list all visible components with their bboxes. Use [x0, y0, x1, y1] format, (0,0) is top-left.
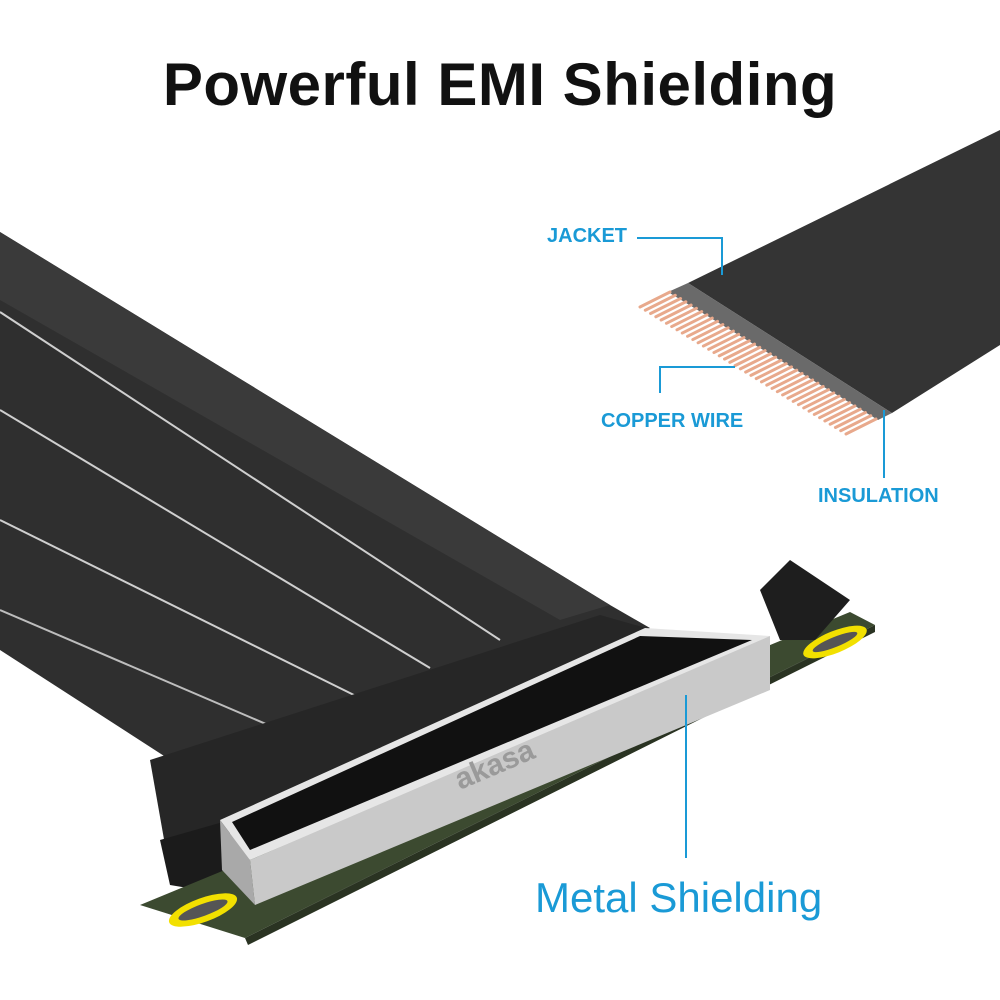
- label-copper-wire: COPPER WIRE: [601, 410, 744, 432]
- copper-wire-strand: [749, 358, 783, 377]
- copper-wire-strand: [759, 365, 793, 384]
- copper-wire-strand: [712, 336, 746, 355]
- copper-wire-strand: [691, 323, 725, 342]
- cable-cross-section: [638, 130, 1000, 436]
- copper-wire-strand: [833, 410, 867, 429]
- copper-wire-strand: [707, 332, 741, 351]
- copper-wire-strand: [744, 355, 778, 374]
- copper-wire-strand: [807, 394, 841, 413]
- copper-wire-strand: [791, 384, 825, 403]
- copper-wire-strand: [686, 319, 720, 338]
- slot-latch: [760, 560, 850, 640]
- copper-wire-strand: [717, 339, 751, 358]
- copper-wire-strand: [823, 404, 857, 423]
- copper-wire-strand: [701, 329, 735, 348]
- copper-wire-strand: [775, 375, 809, 394]
- label-metal-shielding: Metal Shielding: [535, 874, 823, 921]
- copper-wire-strand: [728, 345, 762, 364]
- copper-wire-strand: [765, 368, 799, 387]
- callout-lines: [637, 237, 885, 858]
- copper-wire-strand: [786, 381, 820, 400]
- label-insulation: INSULATION: [818, 485, 939, 507]
- copper-wire-strand: [649, 297, 683, 316]
- copper-wire-strand: [812, 397, 846, 416]
- copper-wire-strand: [643, 293, 677, 312]
- label-jacket: JACKET: [547, 225, 628, 247]
- copper-wire-strand: [675, 313, 709, 332]
- page-title: Powerful EMI Shielding: [162, 51, 838, 118]
- copper-wires: [638, 290, 878, 436]
- copper-wire-strand: [828, 407, 862, 426]
- copper-wire-strand: [664, 306, 698, 325]
- copper-wire-strand: [818, 401, 852, 420]
- copper-wire-strand: [733, 349, 767, 368]
- copper-wire-strand: [738, 352, 772, 371]
- copper-wire-strand: [659, 303, 693, 322]
- copper-wire-strand: [844, 417, 878, 436]
- copper-wire-strand: [654, 300, 688, 319]
- copper-wire-strand: [638, 290, 672, 309]
- copper-wire-strand: [696, 326, 730, 345]
- copper-wire-strand: [796, 388, 830, 407]
- riser-ribbon-cable: [0, 232, 660, 895]
- copper-wire-strand: [754, 362, 788, 381]
- copper-wire-strand: [680, 316, 714, 335]
- copper-wire-strand: [723, 342, 757, 361]
- copper-wire-strand: [802, 391, 836, 410]
- pcie-metal-shield: akasa: [220, 628, 770, 905]
- copper-wire-strand: [839, 414, 873, 433]
- copper-wire-strand: [670, 310, 704, 329]
- copper-wire-strand: [770, 371, 804, 390]
- copper-wire-strand: [781, 378, 815, 397]
